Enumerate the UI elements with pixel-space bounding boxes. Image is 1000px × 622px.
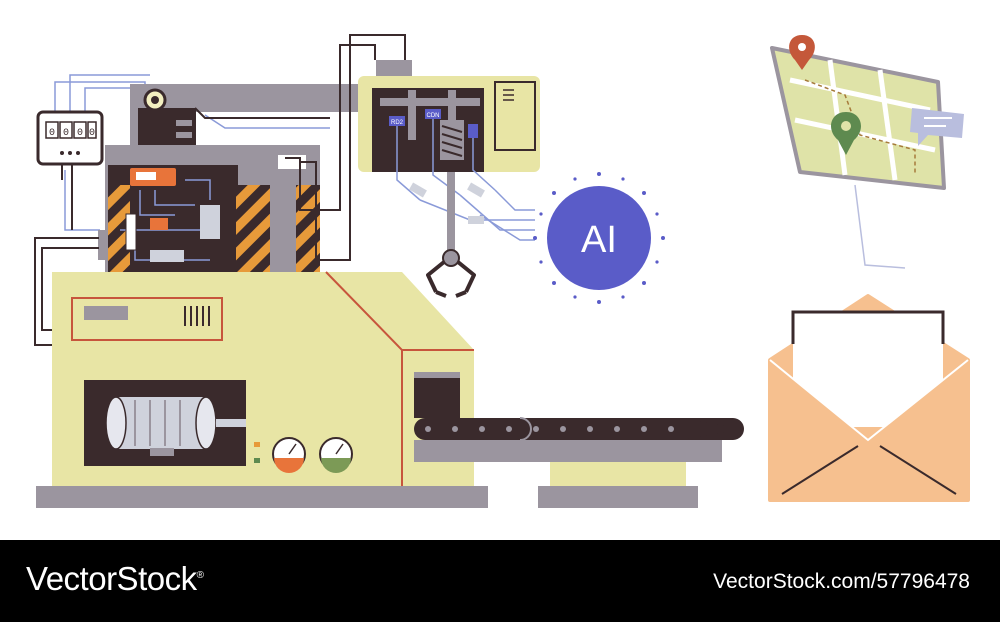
electric-motor-icon [105,396,246,456]
chip-label: RD2 [391,120,404,126]
claw-gripper-icon [426,172,476,298]
counter-digit: 0 [77,128,83,139]
counter-digit: 0 [63,128,69,139]
brand-logo[interactable]: VectorStock® [26,560,204,598]
stock-url[interactable]: VectorStock.com/57796478 [713,570,970,593]
gauge-icon [254,437,353,473]
robotic-arm-icon [130,84,370,154]
brand-name: VectorStock [26,560,197,597]
control-module: RD2 CDN [358,60,540,241]
brand-registered-mark: ® [196,570,204,581]
ai-chip-icon: AI [533,172,665,304]
ai-badge-label: AI [581,219,617,261]
chip-label: CDN [427,113,440,119]
chat-bubble-icon [910,108,964,146]
illustration: 0 0 0 0 [34,34,970,508]
envelope-icon [768,294,970,502]
digital-counter-icon: 0 0 0 0 [36,110,104,180]
footer-bar: VectorStock® VectorStock.com/57796478 [0,540,1000,622]
map-pin-icon [770,35,946,269]
counter-digit: 0 [49,128,55,139]
counter-digit: 0 [89,128,95,139]
control-cabinet [98,145,320,275]
conveyor-belt-icon [414,372,744,508]
